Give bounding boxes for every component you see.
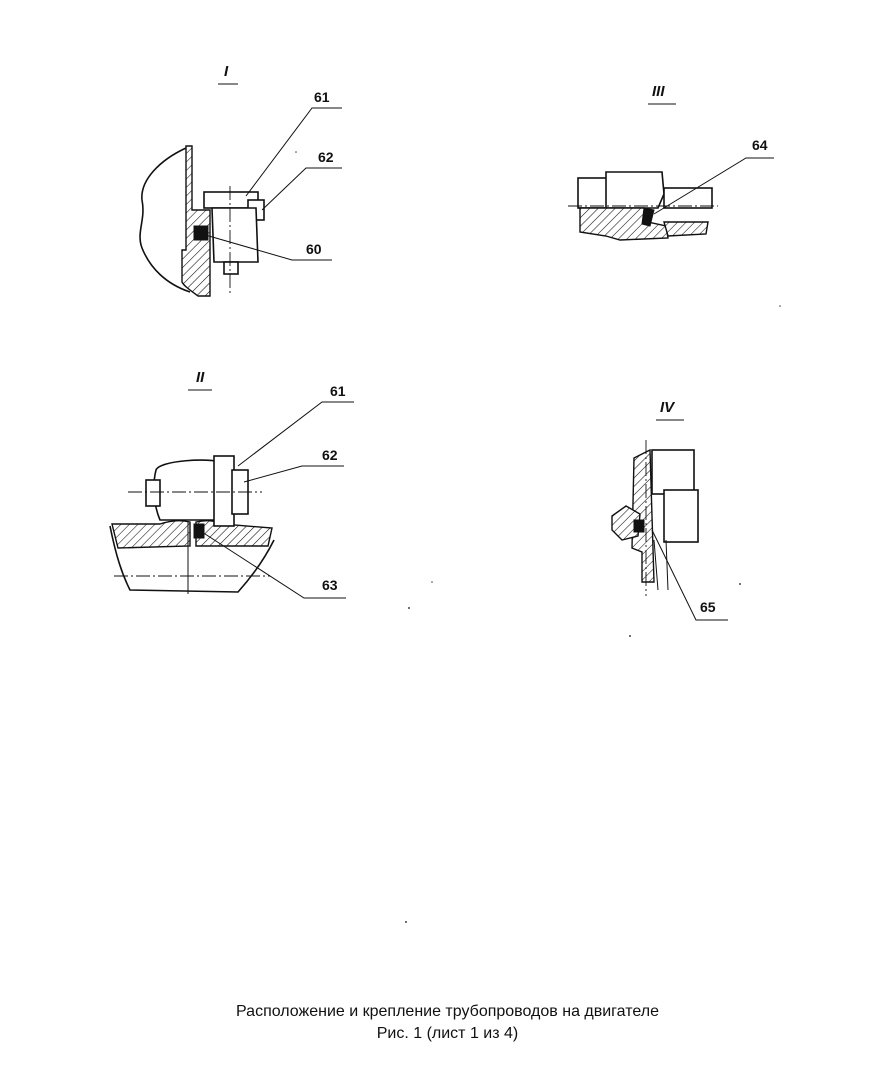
- scan-specks: [295, 151, 781, 923]
- view-i-callout-60: 60: [306, 241, 322, 257]
- view-iv-wall-section: [631, 448, 655, 583]
- view-i-bolt-shank: [223, 261, 239, 275]
- view-iii: III 64: [568, 83, 774, 241]
- view-iv-clamp-section: [611, 505, 641, 541]
- view-i-fitting-body: [211, 207, 259, 263]
- view-iii-section: [579, 207, 669, 241]
- view-i-seal-60: [193, 225, 209, 241]
- view-iii-callout-64: 64: [752, 137, 768, 153]
- view-ii-flange-section: [111, 519, 191, 549]
- view-iii-leader-64: [653, 157, 774, 215]
- view-ii: II 61 62 63: [109, 369, 354, 599]
- view-iii-label: III: [652, 83, 665, 100]
- view-i-callout-61: 61: [314, 89, 330, 105]
- view-iii-nipple: [663, 187, 713, 209]
- view-iv-pipe-right: [665, 539, 669, 591]
- view-iv-fitting: [663, 489, 699, 543]
- view-ii-lower-body: [109, 525, 275, 593]
- view-ii-callout-63: 63: [322, 577, 338, 593]
- figure-caption-title: Расположение и крепление трубопроводов н…: [236, 1003, 659, 1020]
- view-iv-leader-65: [651, 529, 728, 621]
- view-ii-callout-62: 62: [322, 447, 338, 463]
- view-ii-label: II: [196, 369, 205, 386]
- view-ii-flange-plate: [213, 455, 235, 527]
- view-ii-leader-62: [243, 465, 344, 483]
- view-iv-pipe-left: [653, 539, 659, 591]
- view-ii-fitting-body: [153, 459, 223, 521]
- view-i-leader-61: [245, 107, 342, 197]
- view-i-leader-62: [261, 167, 342, 211]
- view-i-housing: [139, 147, 191, 293]
- view-i: I 61 62 60: [139, 63, 342, 297]
- view-i-label: I: [224, 63, 229, 80]
- view-i-wall-section: [181, 145, 211, 297]
- view-iii-seal-64: [641, 207, 655, 227]
- view-iii-lower-section: [663, 221, 709, 237]
- view-ii-seal-63: [193, 523, 205, 539]
- view-iv: IV 65: [611, 399, 728, 621]
- view-i-callout-62: 62: [318, 149, 334, 165]
- view-ii-leader-61: [237, 401, 354, 467]
- view-iii-union-nut: [605, 171, 665, 209]
- view-iv-callout-65: 65: [700, 599, 716, 615]
- view-ii-bolt-end: [145, 479, 161, 507]
- view-ii-callout-61: 61: [330, 383, 346, 399]
- view-iv-body: [651, 449, 695, 495]
- figure-caption-sheet: Рис. 1 (лист 1 из 4): [376, 1025, 519, 1042]
- view-iv-label: IV: [660, 399, 676, 416]
- view-iv-seal-65: [633, 519, 645, 533]
- view-i-leader-60: [201, 233, 332, 261]
- view-ii-leader-63: [201, 531, 346, 599]
